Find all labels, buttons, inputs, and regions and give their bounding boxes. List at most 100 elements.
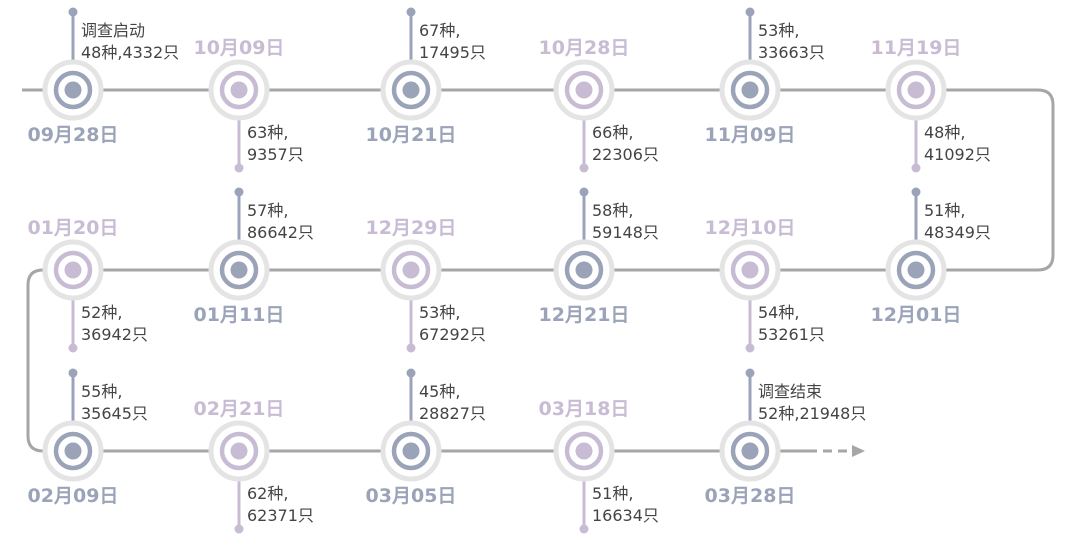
node-center-dot <box>907 81 925 99</box>
timeline-node-n16: 03月18日 51种, 16634只 <box>539 398 659 534</box>
info-line-2: 17495只 <box>419 43 486 62</box>
timeline-track <box>22 88 1055 457</box>
date-label: 12月29日 <box>366 217 457 239</box>
date-label: 02月09日 <box>28 485 119 507</box>
date-label: 12月01日 <box>871 304 962 326</box>
info-line-2: 22306只 <box>592 145 659 164</box>
info-line-1: 51种, <box>592 484 633 503</box>
callout-dot <box>406 368 416 378</box>
callout-dot <box>68 343 78 353</box>
callout-dot <box>579 187 589 197</box>
info-line-2: 62371只 <box>247 506 314 525</box>
timeline-node-n1: 09月28日 调查启动 48种,4332只 <box>28 7 179 146</box>
callout-dot <box>68 368 78 378</box>
info-line-1: 调查结束 <box>758 382 822 401</box>
timeline-path <box>22 88 1055 453</box>
date-label: 12月10日 <box>705 217 796 239</box>
date-label: 01月11日 <box>194 304 285 326</box>
info-line-2: 67292只 <box>419 325 486 344</box>
callout-dot <box>579 163 589 173</box>
callout-dot <box>234 524 244 534</box>
info-line-2: 33663只 <box>758 43 825 62</box>
timeline-arrowhead <box>852 445 865 457</box>
timeline-node-n15: 03月05日 45种, 28827只 <box>366 368 486 507</box>
timeline-node-n14: 02月21日 62种, 62371只 <box>194 398 314 534</box>
info-line-2: 41092只 <box>924 145 991 164</box>
info-line-1: 54种, <box>758 303 799 322</box>
info-line-1: 63种, <box>247 123 288 142</box>
info-line-2: 28827只 <box>419 404 486 423</box>
timeline-node-n5: 11月09日 53种, 33663只 <box>705 7 825 146</box>
info-line-1: 53种, <box>419 303 460 322</box>
info-line-2: 48种,4332只 <box>81 43 179 62</box>
date-label: 01月20日 <box>28 217 119 239</box>
callout-dot <box>234 187 244 197</box>
timeline-node-n17: 03月28日 调查结束 52种,21948只 <box>705 368 866 507</box>
node-center-dot <box>575 261 593 279</box>
info-line-1: 62种, <box>247 484 288 503</box>
timeline-node-n4: 10月28日 66种, 22306只 <box>539 37 659 173</box>
date-label: 11月19日 <box>871 37 962 59</box>
timeline-node-n13: 02月09日 55种, 35645只 <box>28 368 148 507</box>
info-line-2: 53261只 <box>758 325 825 344</box>
callout-dot <box>579 524 589 534</box>
timeline-node-n10: 12月29日 53种, 67292只 <box>366 217 486 353</box>
info-line-1: 55种, <box>81 382 122 401</box>
info-line-1: 67种, <box>419 21 460 40</box>
info-line-2: 16634只 <box>592 506 659 525</box>
date-label: 09月28日 <box>28 124 119 146</box>
node-center-dot <box>230 442 248 460</box>
callout-dot <box>745 7 755 17</box>
node-center-dot <box>230 261 248 279</box>
callout-dot <box>911 187 921 197</box>
node-center-dot <box>402 442 420 460</box>
timeline-node-n7: 12月01日 51种, 48349只 <box>871 187 991 326</box>
date-label: 03月28日 <box>705 485 796 507</box>
node-center-dot <box>402 81 420 99</box>
info-line-2: 86642只 <box>247 223 314 242</box>
timeline-node-n3: 10月21日 67种, 17495只 <box>366 7 486 146</box>
info-line-2: 59148只 <box>592 223 659 242</box>
date-label: 02月21日 <box>194 398 285 420</box>
info-line-1: 45种, <box>419 382 460 401</box>
timeline-node-n8: 12月10日 54种, 53261只 <box>705 217 825 353</box>
node-center-dot <box>230 81 248 99</box>
info-line-1: 51种, <box>924 201 965 220</box>
callout-dot <box>406 343 416 353</box>
date-label: 11月09日 <box>705 124 796 146</box>
date-label: 03月18日 <box>539 398 630 420</box>
callout-dot <box>745 343 755 353</box>
info-line-1: 53种, <box>758 21 799 40</box>
node-center-dot <box>64 442 82 460</box>
node-center-dot <box>741 81 759 99</box>
info-line-1: 66种, <box>592 123 633 142</box>
info-line-1: 48种, <box>924 123 965 142</box>
node-center-dot <box>741 442 759 460</box>
date-label: 03月05日 <box>366 485 457 507</box>
callout-dot <box>911 163 921 173</box>
info-line-2: 52种,21948只 <box>758 404 866 423</box>
node-center-dot <box>907 261 925 279</box>
info-line-1: 调查启动 <box>81 21 145 40</box>
date-label: 10月21日 <box>366 124 457 146</box>
callout-dot <box>406 7 416 17</box>
info-line-1: 52种, <box>81 303 122 322</box>
callout-dot <box>234 163 244 173</box>
info-line-2: 35645只 <box>81 404 148 423</box>
date-label: 10月09日 <box>194 37 285 59</box>
info-line-1: 57种, <box>247 201 288 220</box>
node-center-dot <box>64 261 82 279</box>
node-center-dot <box>402 261 420 279</box>
callout-dot <box>745 368 755 378</box>
node-center-dot <box>575 442 593 460</box>
timeline-node-n6: 11月19日 48种, 41092只 <box>871 37 991 173</box>
node-center-dot <box>64 81 82 99</box>
timeline-node-n11: 01月11日 57种, 86642只 <box>194 187 314 326</box>
date-label: 10月28日 <box>539 37 630 59</box>
info-line-2: 48349只 <box>924 223 991 242</box>
